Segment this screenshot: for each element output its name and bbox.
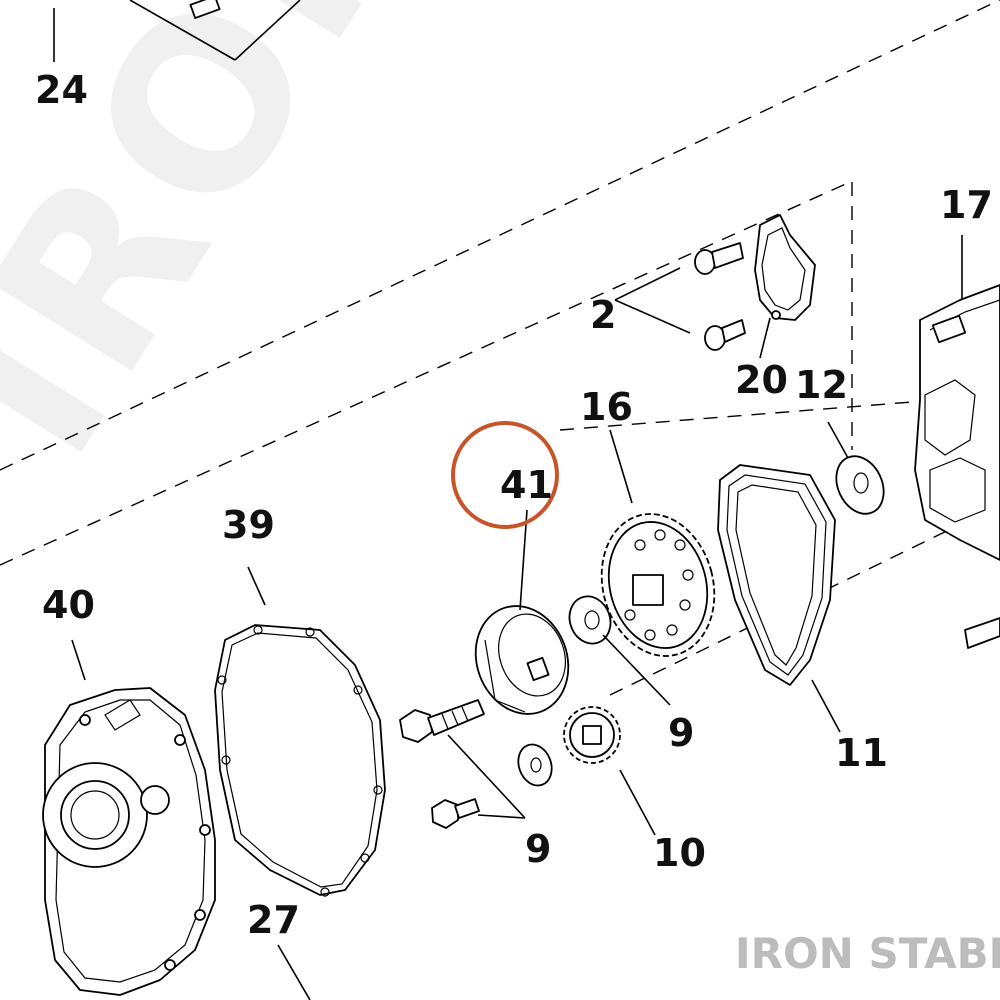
callout-17: 17 — [940, 183, 993, 227]
part-39-gasket — [214, 566, 386, 897]
callout-9-washer: 9 — [668, 711, 694, 755]
assembly-dashed-lines — [0, 0, 1000, 696]
part-11-chain — [717, 464, 841, 733]
callout-41: 41 — [500, 463, 553, 507]
highlight-circle — [451, 421, 559, 529]
part-9-washers — [517, 595, 671, 787]
part-24-fragment — [53, 0, 301, 62]
callout-24: 24 — [35, 68, 88, 112]
part-16-large-sprocket — [600, 429, 716, 657]
callout-9-bolts: 9 — [525, 827, 551, 871]
part-20-tensioner — [754, 214, 816, 359]
part-12-washer — [827, 421, 885, 515]
part-2-screws — [614, 242, 746, 351]
callout-27: 27 — [247, 898, 300, 942]
corner-watermark: IRON STABLE — [735, 929, 1000, 978]
callout-39: 39 — [222, 503, 275, 547]
callout-2: 2 — [590, 293, 616, 337]
callout-10: 10 — [653, 831, 706, 875]
part-41-housing — [474, 509, 570, 715]
callout-11: 11 — [835, 731, 888, 775]
callout-40: 40 — [42, 583, 95, 627]
callout-12: 12 — [795, 363, 848, 407]
callout-20: 20 — [735, 358, 788, 402]
callout-16: 16 — [580, 385, 633, 429]
part-9-bolts — [399, 699, 526, 829]
part-40-cover — [42, 639, 216, 996]
part-10-small-sprocket — [563, 706, 656, 836]
part-27-leader — [277, 944, 311, 1000]
part-17-head — [914, 235, 1000, 649]
